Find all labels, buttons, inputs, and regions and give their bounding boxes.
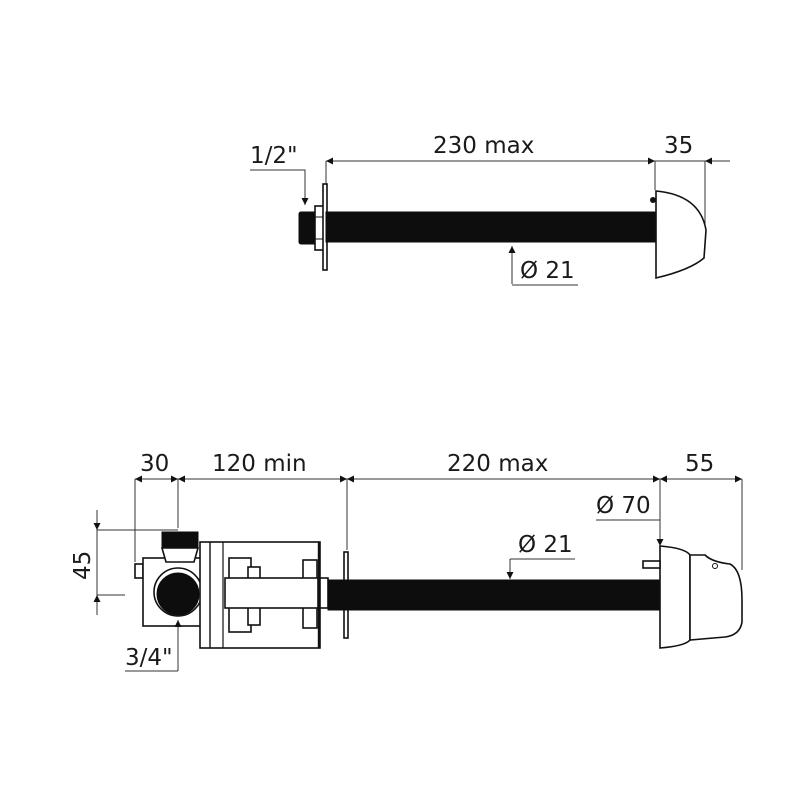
- inlet-label: 3/4": [125, 645, 173, 671]
- thread-label-top: 1/2": [250, 143, 298, 169]
- body-shaft: [224, 577, 319, 609]
- valve-cap: [161, 531, 199, 549]
- length-label-top: 230 max: [433, 133, 534, 159]
- rod-length-label: 220 max: [447, 451, 548, 477]
- rod-nut: [319, 577, 329, 609]
- inlet-port: [156, 572, 200, 616]
- height-label: 45: [70, 551, 96, 580]
- rod-diameter-label-top: Ø 21: [520, 258, 575, 284]
- head-pin: [642, 560, 661, 569]
- body-length-label: 120 min: [212, 451, 307, 477]
- head-depth-label: 55: [685, 451, 714, 477]
- rod-diameter-label-bottom: Ø 21: [518, 532, 573, 558]
- head-base: [659, 545, 691, 649]
- valve-offset-label: 30: [140, 451, 169, 477]
- cap-depth-label-top: 35: [664, 133, 693, 159]
- rod: [325, 211, 657, 243]
- rod-bottom: [327, 579, 661, 611]
- top-view: 1/2" 230 max 35 Ø 21: [250, 133, 730, 286]
- outlet-stub: [134, 563, 144, 579]
- head-diameter-label: Ø 70: [596, 493, 651, 519]
- bottom-view: 30 120 min 220 max 55 45: [70, 451, 743, 672]
- head-cover: [689, 554, 743, 641]
- dome-cap: [655, 190, 707, 280]
